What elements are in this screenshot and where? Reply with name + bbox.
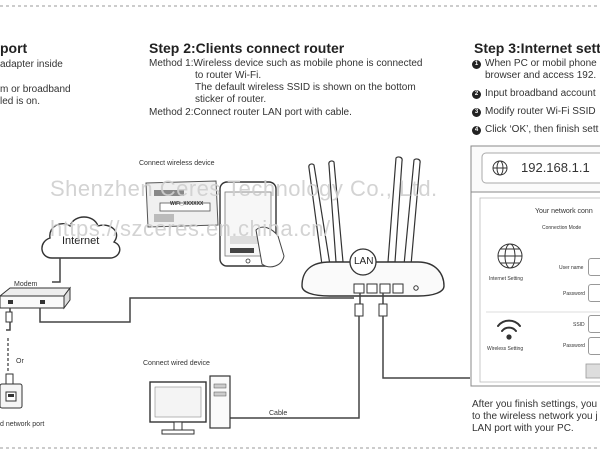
step-number-3: 3 bbox=[472, 108, 481, 117]
internet-cloud-icon bbox=[41, 216, 121, 259]
network-port-caption: d network port bbox=[0, 421, 45, 428]
internet-setting-globe-icon bbox=[497, 243, 523, 269]
wireless-setting-label: Wireless Setting bbox=[487, 346, 524, 352]
step2-method1-line-2: to router Wi-Fi. bbox=[195, 70, 262, 81]
step2-method1-line-1: Method 1:Wireless device such as mobile … bbox=[149, 58, 423, 69]
wired-device-label: Connect wired device bbox=[143, 360, 210, 367]
sticker-icon bbox=[145, 180, 219, 228]
sticker-ssid: WiFi_XXXXXX bbox=[170, 201, 204, 207]
step1-line-2: m or broadband bbox=[0, 84, 71, 95]
step3-footer-2: to the wireless network you j bbox=[472, 411, 598, 422]
step1-title: port bbox=[0, 40, 28, 56]
step-number-2: 2 bbox=[472, 90, 481, 99]
step-number-4: 4 bbox=[472, 126, 481, 135]
or-label: Or bbox=[16, 358, 24, 365]
connection-mode-label: Connection Mode bbox=[542, 225, 582, 231]
password-input-internet[interactable] bbox=[588, 284, 600, 302]
wall-network-port-icon bbox=[0, 383, 23, 409]
network-panel-title: Your network conn bbox=[535, 208, 593, 215]
step1-line-3: led is on. bbox=[0, 96, 41, 107]
modem-icon bbox=[0, 286, 71, 310]
password-label-internet: Password bbox=[563, 291, 585, 297]
step3-item-1-cont: browser and access 192. bbox=[485, 70, 597, 81]
browser-window bbox=[470, 145, 600, 387]
step3-footer-1: After you finish settings, you bbox=[472, 399, 598, 410]
wireless-device-label: Connect wireless device bbox=[139, 160, 215, 167]
step2-title: Step 2:Clients connect router bbox=[149, 40, 345, 56]
step-number-1: 1 bbox=[472, 60, 481, 69]
step3-footer-3: LAN port with your PC. bbox=[472, 423, 574, 434]
step2-method2: Method 2:Connect router LAN port with ca… bbox=[149, 107, 352, 118]
step3-title: Step 3:Internet setti bbox=[474, 40, 600, 56]
modem-label: Modem bbox=[14, 281, 38, 288]
password-label-wireless: Password bbox=[563, 343, 585, 349]
internet-label: Internet bbox=[62, 235, 100, 247]
ssid-label: SSID bbox=[573, 322, 585, 328]
desktop-pc-icon bbox=[149, 375, 231, 435]
browser-address-url[interactable]: 192.168.1.1 bbox=[521, 160, 590, 175]
step2-method1-line-4: sticker of router. bbox=[195, 94, 267, 105]
wifi-icon bbox=[497, 319, 521, 340]
globe-icon bbox=[492, 160, 508, 176]
user-name-label: User name bbox=[559, 265, 584, 271]
ssid-input[interactable] bbox=[588, 315, 600, 333]
cable-label: Cable bbox=[268, 410, 289, 417]
watermark-company: Shenzhen Ceres Technology Co., Ltd. bbox=[50, 176, 438, 201]
step2-method1-line-3: The default wireless SSID is shown on th… bbox=[195, 82, 416, 93]
internet-setting-label: Internet Setting bbox=[489, 276, 523, 282]
router-icon bbox=[301, 156, 445, 297]
step1-line-1: adapter inside bbox=[0, 59, 63, 70]
lan-label: LAN bbox=[354, 256, 374, 267]
password-input-wireless[interactable] bbox=[588, 337, 600, 355]
lan-callout-circle bbox=[349, 248, 377, 276]
user-name-input[interactable] bbox=[588, 258, 600, 276]
watermark-url: https://szceres.en.china.cn/ bbox=[50, 216, 331, 241]
